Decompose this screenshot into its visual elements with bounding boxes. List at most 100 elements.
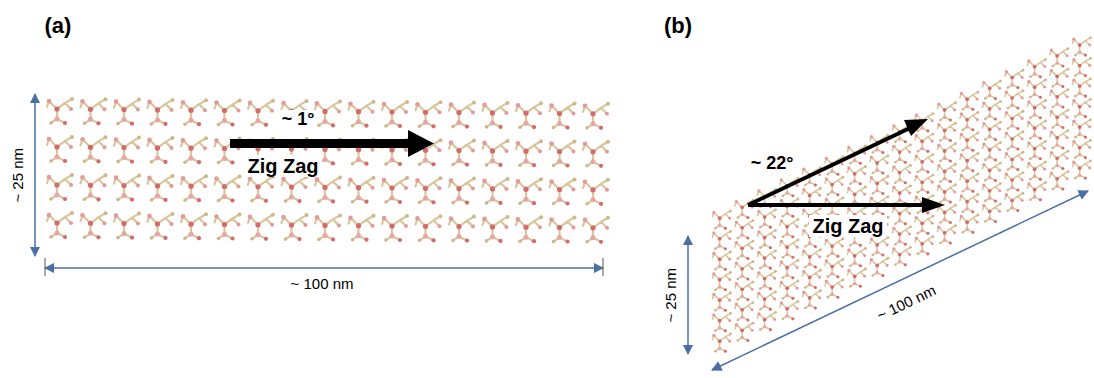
molecule [382,176,409,204]
molecule [549,216,576,244]
molecule [214,175,241,203]
molecule [181,174,208,202]
tick [45,258,46,276]
molecule [449,215,476,243]
molecule [982,162,1002,182]
molecule [960,173,980,193]
molecule [712,230,732,250]
molecule [482,139,509,167]
dimension-label: ~ 25 nm [10,145,27,206]
molecule [583,216,610,244]
molecule [757,270,777,290]
angle-label: ~ 22° [748,154,797,174]
molecule [1005,110,1025,130]
molecule [825,237,845,257]
molecule [415,214,442,242]
molecule [960,214,980,234]
molecule [937,183,957,203]
molecule [1027,161,1047,181]
molecule [937,224,957,244]
dimension-label: ~ 25 nm [663,265,680,326]
molecule [915,235,935,255]
molecule [382,100,409,128]
molecule [712,312,732,332]
zigzag-arrow [748,197,945,213]
molecule [482,101,509,129]
molecule [712,333,732,353]
molecule [147,174,174,202]
molecule [1027,181,1047,201]
dimension-line [45,267,603,269]
molecule [982,121,1002,141]
molecule [757,249,777,269]
molecule [870,257,890,277]
molecule [1027,58,1047,78]
molecule [780,300,800,320]
molecule [847,165,867,185]
molecule [415,100,442,128]
molecule [847,186,867,206]
molecule [114,212,141,240]
lattice-b [712,36,1092,352]
molecule [982,141,1002,161]
molecule [47,173,74,201]
molecule [47,97,74,125]
molecule [549,178,576,206]
molecule [847,247,867,267]
dimension-line [687,236,689,354]
molecule [982,100,1002,120]
molecule [937,142,957,162]
molecule [735,281,755,301]
molecule [802,289,822,309]
molecule [892,184,912,204]
molecule [315,99,342,127]
molecule [937,122,957,142]
molecule [1050,150,1070,170]
molecule [982,203,1002,223]
molecule [892,225,912,245]
molecule [181,98,208,126]
molecule [712,251,732,271]
molecule [915,174,935,194]
molecule [892,164,912,184]
molecule [348,100,375,128]
molecule [825,176,845,196]
molecule [960,152,980,172]
molecule [870,175,890,195]
molecule [80,97,107,125]
molecule [516,215,543,243]
molecule [1072,36,1092,56]
direction-label: Zig Zag [244,155,321,177]
molecule [583,140,610,168]
dimension-label: ~ 100 nm [288,276,357,293]
molecule [735,322,755,342]
molecule [892,205,912,225]
angle-arrow [748,119,928,205]
molecule [147,98,174,126]
molecule [47,211,74,239]
molecule [583,102,610,130]
molecule [780,239,800,259]
panel-letter: (a) [42,14,75,38]
molecule [915,133,935,153]
molecule [982,80,1002,100]
molecule [915,215,935,235]
molecule [1005,89,1025,109]
zigzag-arrow [230,130,434,157]
molecule [47,135,74,163]
molecule [281,175,308,203]
molecule [802,269,822,289]
molecule [181,136,208,164]
molecule [982,182,1002,202]
molecule [960,91,980,111]
molecule [780,218,800,238]
molecule [482,177,509,205]
molecule [1050,68,1070,88]
molecule [382,214,409,242]
molecule [114,136,141,164]
molecule [780,280,800,300]
molecule [80,135,107,163]
molecule [1027,120,1047,140]
molecule [415,176,442,204]
